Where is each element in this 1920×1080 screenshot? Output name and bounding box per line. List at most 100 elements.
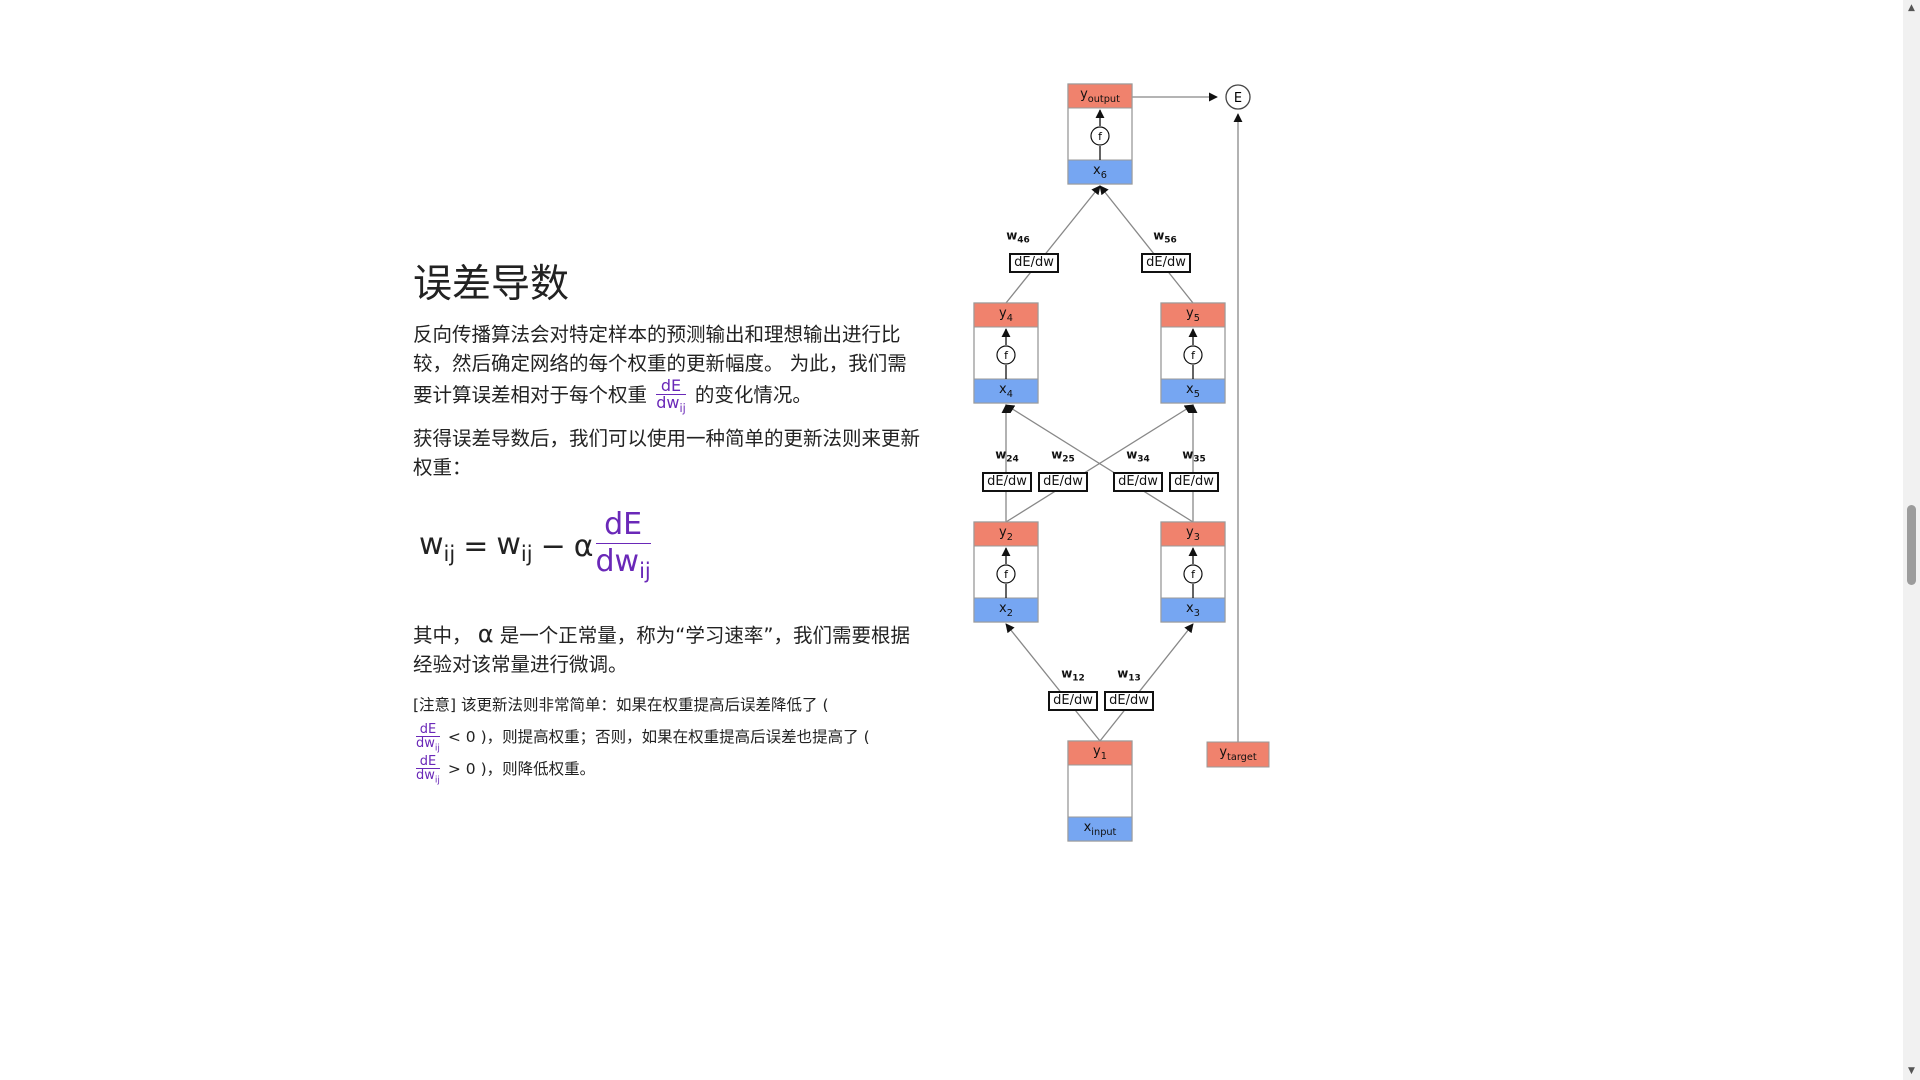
edge-6: [1005, 623, 1101, 742]
neuron-y-label-3: y2: [999, 525, 1013, 543]
eq-alpha: α: [573, 528, 594, 564]
edge-4: [1005, 404, 1194, 523]
note-frac2-num: dE: [419, 753, 437, 769]
neuron-input-band-4: [1160, 597, 1226, 623]
weight-label-56-sub: 56: [1164, 235, 1177, 246]
activation-node-0: [1090, 126, 1110, 146]
weight-label-12: w12: [1061, 666, 1085, 683]
activation-label-3: f: [1004, 568, 1009, 581]
scroll-up-icon[interactable]: ▲: [1908, 3, 1915, 13]
eq-minus: −: [540, 528, 566, 564]
paragraph-intro-tail: 的变化情况。: [694, 383, 812, 407]
derivative-box-13: dE/dw: [1104, 691, 1154, 711]
neuron-y-label-5: y1: [1093, 744, 1107, 762]
edge-7: [1099, 623, 1194, 742]
activation-node-2: [1183, 345, 1203, 365]
eq-fraction-num: dE: [604, 507, 643, 543]
vertical-scrollbar[interactable]: ▲ ▼: [1903, 0, 1920, 1080]
neuron-x-label-5: xinput: [1084, 820, 1117, 838]
derivative-box-56: dE/dw: [1141, 253, 1191, 273]
eq-rhs-base: w: [496, 526, 521, 562]
neuron-x-label-5-sub: input: [1091, 826, 1117, 838]
neuron-y-label-1-base: y: [999, 306, 1007, 322]
neuron-y-label-1-sub: 4: [1006, 312, 1013, 324]
eq-equals: =: [463, 528, 489, 564]
neuron-x-label-2-base: x: [1186, 382, 1194, 398]
weight-label-35: w35: [1182, 447, 1206, 464]
weight-label-24-sub: 24: [1006, 454, 1019, 465]
derivative-box-24: dE/dw: [982, 472, 1032, 492]
neuron-output-band-4: [1160, 521, 1226, 547]
scroll-down-icon[interactable]: ▼: [1908, 1066, 1915, 1076]
weight-label-34-sub: 34: [1137, 454, 1150, 465]
neuron-y-label-0-sub: output: [1087, 93, 1120, 105]
note-frac1-num: dE: [419, 721, 437, 737]
weight-label-25-base: w: [1051, 447, 1063, 462]
eq-lhs-base: w: [419, 526, 444, 562]
activation-label-0: f: [1098, 130, 1103, 143]
neuron-x-label-2-sub: 5: [1193, 388, 1200, 400]
weight-label-25-sub: 25: [1062, 454, 1075, 465]
neuron-y-label-3-sub: 2: [1006, 531, 1013, 543]
article: 误差导数 反向传播算法会对特定样本的预测输出和理想输出进行比较，然后确定网络的每…: [413, 258, 923, 785]
neuron-y-label-3-base: y: [999, 525, 1007, 541]
neuron-y-label-0-base: y: [1080, 87, 1088, 103]
neuron-y-label-2-sub: 5: [1193, 312, 1200, 324]
weight-label-25: w25: [1051, 447, 1075, 464]
weight-label-35-base: w: [1182, 447, 1194, 462]
note-frac2-den: dwij: [416, 769, 440, 786]
neuron-y-label-4-base: y: [1186, 525, 1194, 541]
note-frac1-den: dwij: [416, 737, 440, 754]
neuron-3: [973, 521, 1039, 623]
activation-label-4: f: [1191, 568, 1196, 581]
neuron-y-label-0: youtput: [1080, 87, 1120, 105]
scroll-thumb[interactable]: [1907, 505, 1916, 585]
learning-rate-text-b: 是一个正常量，称为“学习速率”，我们需要根据经验对该常量进行微调。: [413, 624, 910, 677]
weight-label-56: w56: [1153, 228, 1177, 245]
activation-node-3: [996, 564, 1016, 584]
neuron-x-label-5-base: x: [1083, 820, 1092, 836]
neuron-output-band-1: [973, 302, 1039, 328]
neuron-x-label-4-base: x: [1186, 601, 1194, 617]
eq-fraction-den-sub: ij: [639, 559, 651, 584]
neuron-input-band-5: [1067, 816, 1133, 842]
neuron-input-band-0: [1067, 159, 1133, 185]
eq-lhs-sub: ij: [443, 541, 456, 566]
activation-label-2: f: [1191, 349, 1196, 362]
weight-label-35-sub: 35: [1193, 454, 1206, 465]
derivative-box-34: dE/dw: [1113, 472, 1163, 492]
activation-node-1: [996, 345, 1016, 365]
derivative-box-12: dE/dw: [1048, 691, 1098, 711]
target-label: ytarget: [1219, 745, 1256, 763]
neuron-y-label-1: y4: [999, 306, 1013, 324]
neuron-2: [1160, 302, 1226, 404]
update-equation: wij = wij − α dE dwij: [419, 510, 923, 582]
neuron-input-band-2: [1160, 378, 1226, 404]
paragraph-update-rule: 获得误差导数后，我们可以使用一种简单的更新法则来更新权重：: [413, 427, 921, 480]
note-frac1-den-base: dw: [416, 735, 435, 751]
target-label-base: y: [1219, 745, 1228, 761]
weight-label-13-base: w: [1117, 666, 1129, 681]
error-node: [1225, 84, 1251, 110]
derivative-box-46: dE/dw: [1009, 253, 1059, 273]
target-node: [1206, 741, 1270, 768]
neuron-output-band-3: [973, 521, 1039, 547]
weight-label-34: w34: [1126, 447, 1150, 464]
neuron-output-band-0: [1067, 83, 1133, 109]
weight-label-46-sub: 46: [1017, 235, 1030, 246]
neuron-y-label-4-sub: 3: [1193, 531, 1200, 543]
neuron-x-label-0: x6: [1093, 163, 1107, 181]
neuron-x-label-1-base: x: [999, 382, 1007, 398]
neuron-input-band-3: [973, 597, 1039, 623]
neuron-x-label-4: x3: [1186, 601, 1200, 619]
weight-label-46-base: w: [1006, 228, 1018, 243]
paragraph-intro: 反向传播算法会对特定样本的预测输出和理想输出进行比较，然后确定网络的每个权重的更…: [413, 320, 923, 414]
neuron-y-label-5-base: y: [1093, 744, 1101, 760]
weight-label-13-sub: 13: [1128, 673, 1141, 684]
note-text-b: < 0 )，则提高权重；否则，如果在权重提高后误差也提高了 (: [447, 728, 870, 747]
fraction-numerator: dE: [660, 376, 682, 395]
note-frac1-bar: [416, 735, 440, 737]
weight-label-12-base: w: [1061, 666, 1073, 681]
neuron-x-label-1: x4: [999, 382, 1013, 400]
